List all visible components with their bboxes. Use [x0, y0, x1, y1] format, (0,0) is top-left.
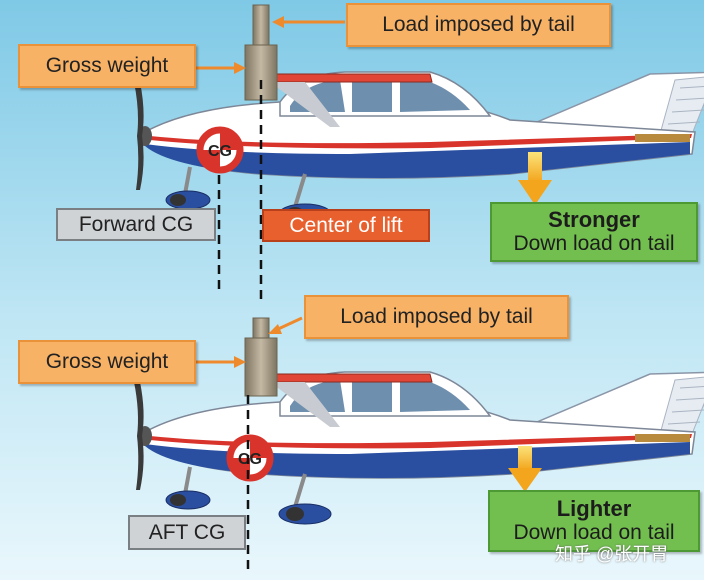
watermark: 知乎 @张开胃 [555, 544, 669, 564]
top-cg-marker: CG [196, 126, 244, 174]
stronger-title: Stronger [548, 207, 640, 232]
top-gross-weight-label: Gross weight [18, 44, 196, 88]
top-weight-column [244, 4, 278, 101]
center-of-lift-label: Center of lift [262, 209, 430, 242]
lighter-subtitle: Down load on tail [513, 521, 675, 544]
bottom-load-leader [275, 316, 303, 332]
stronger-subtitle: Down load on tail [513, 232, 675, 255]
bottom-load-label: Load imposed by tail [304, 295, 569, 339]
bottom-gross-weight-label: Gross weight [18, 340, 196, 384]
aft-cg-label: AFT CG [128, 515, 246, 550]
top-tail-down-arrow [518, 152, 552, 205]
bottom-cg-marker: CG [226, 434, 274, 482]
bottom-weight-column [244, 317, 278, 397]
lighter-title: Lighter [556, 496, 632, 521]
stronger-down-load-box: Stronger Down load on tail [490, 202, 698, 262]
bottom-tail-down-arrow [508, 446, 542, 492]
bottom-cg-text: CG [238, 451, 262, 468]
top-load-label: Load imposed by tail [346, 3, 611, 47]
top-cg-text: CG [208, 143, 232, 160]
lighter-down-load-box: Lighter Down load on tail [488, 490, 700, 552]
forward-cg-label: Forward CG [56, 208, 216, 241]
